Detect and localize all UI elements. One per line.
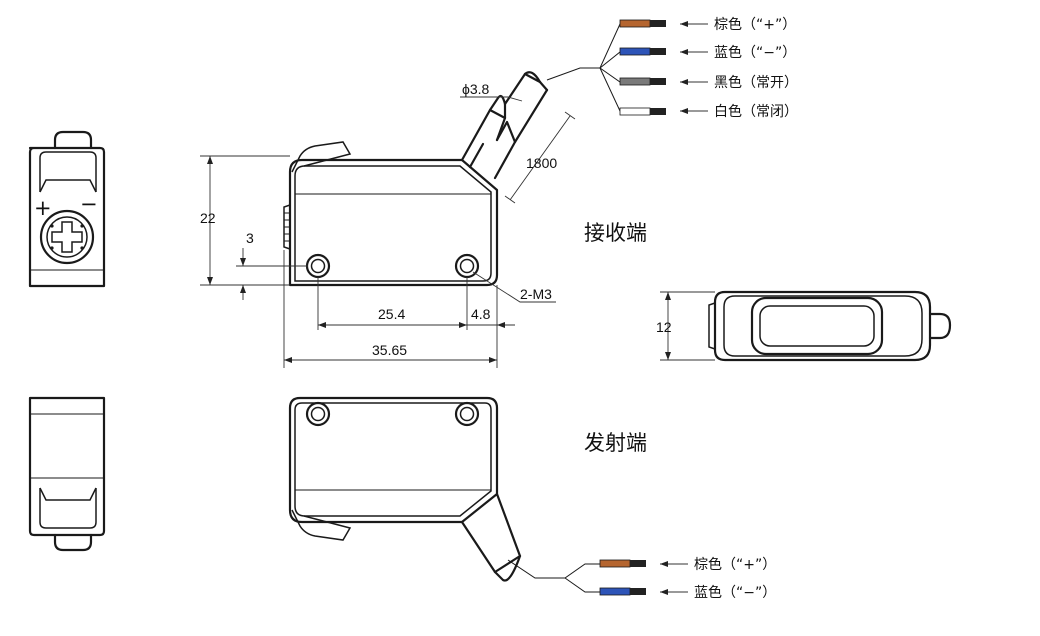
receiver-title: 接收端 bbox=[584, 221, 647, 245]
dim-total-length: 35.65 bbox=[372, 342, 407, 358]
emitter-title: 发射端 bbox=[584, 431, 647, 455]
dim-width: 12 bbox=[656, 319, 672, 335]
emitter-side-view bbox=[28, 396, 106, 552]
receiver-dimensions: 22 3 25.4 4.8 35.65 2-M3 ϕ3.8 1800 bbox=[200, 81, 576, 368]
emitter-wire-label-blue: 蓝色（“−”） bbox=[694, 584, 776, 601]
dim-thread: 2-M3 bbox=[520, 286, 552, 302]
dim-cable-length: 1800 bbox=[526, 155, 557, 171]
top-view: 12 bbox=[656, 290, 952, 362]
emitter-wire-bundle: 棕色（“+”） 蓝色（“−”） bbox=[507, 556, 776, 601]
dim-offset: 3 bbox=[246, 230, 254, 246]
emitter-front-view bbox=[288, 396, 522, 582]
wire-label-blue: 蓝色（“−”） bbox=[714, 44, 796, 61]
dim-cable-diameter: ϕ3.8 bbox=[462, 81, 490, 97]
plus-mark: + bbox=[34, 196, 52, 220]
dim-hole-spacing: 25.4 bbox=[378, 306, 405, 322]
dim-edge-offset: 4.8 bbox=[471, 306, 491, 322]
receiver-front-view bbox=[283, 71, 549, 287]
receiver-wire-bundle: 棕色（“+”） 蓝色（“−”） 黑色（常开） 白色（常闭） bbox=[546, 16, 798, 120]
emitter-wire-label-brown: 棕色（“+”） bbox=[694, 556, 776, 573]
dim-height: 22 bbox=[200, 210, 216, 226]
receiver-side-view: + − bbox=[28, 130, 106, 288]
wire-label-brown: 棕色（“+”） bbox=[714, 16, 796, 33]
wire-label-black: 黑色（常开） bbox=[714, 74, 798, 91]
wire-label-white: 白色（常闭） bbox=[714, 103, 798, 120]
screw-cross-icon bbox=[51, 221, 83, 253]
minus-mark: − bbox=[80, 192, 98, 216]
